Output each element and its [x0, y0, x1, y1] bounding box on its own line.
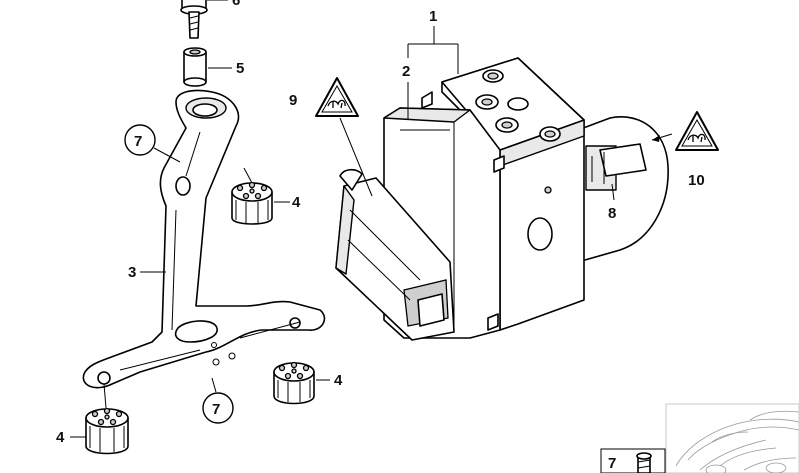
callout-10: 10 — [688, 172, 705, 189]
arrowhead-10 — [652, 135, 660, 142]
warning-symbol-icon-9 — [327, 99, 346, 109]
circled-callout-7-top: 7 — [124, 124, 181, 163]
part-7-screw-box[interactable]: 7 — [600, 448, 666, 473]
rubber-mount-part-4-upper[interactable] — [231, 167, 273, 225]
warning-label-part-10[interactable] — [675, 111, 719, 151]
callout-7-bottom: 7 — [212, 401, 220, 418]
callout-9: 9 — [289, 92, 297, 109]
callout-4-lower: 4 — [56, 429, 65, 446]
callout-8: 8 — [608, 205, 616, 222]
rubber-mount-part-4-lower[interactable] — [85, 383, 129, 455]
callout-4-upper: 4 — [292, 194, 301, 211]
callout-5: 5 — [236, 60, 244, 77]
hydraulic-unit-part-1[interactable] — [335, 57, 669, 341]
bolt-part-6[interactable] — [180, 0, 208, 39]
rubber-mount-part-4-right[interactable] — [273, 361, 315, 405]
callout-7-box: 7 — [608, 455, 616, 472]
leader-1-bracket — [407, 43, 459, 74]
warning-symbol-icon-10 — [687, 133, 706, 143]
bracket-part-3[interactable] — [82, 89, 326, 389]
leader-8 — [611, 183, 615, 201]
callout-1: 1 — [429, 8, 437, 25]
callout-3: 3 — [128, 264, 136, 281]
callout-2: 2 — [402, 63, 410, 80]
circled-callout-7-bottom: 7 — [202, 377, 234, 424]
vehicle-location-inset — [665, 403, 799, 473]
bushing-part-5[interactable] — [183, 47, 207, 87]
callout-4-right: 4 — [334, 372, 343, 389]
leader-9 — [339, 117, 373, 197]
callout-7-top: 7 — [134, 133, 142, 150]
warning-label-part-9[interactable] — [315, 77, 359, 117]
callout-6: 6 — [232, 0, 240, 9]
